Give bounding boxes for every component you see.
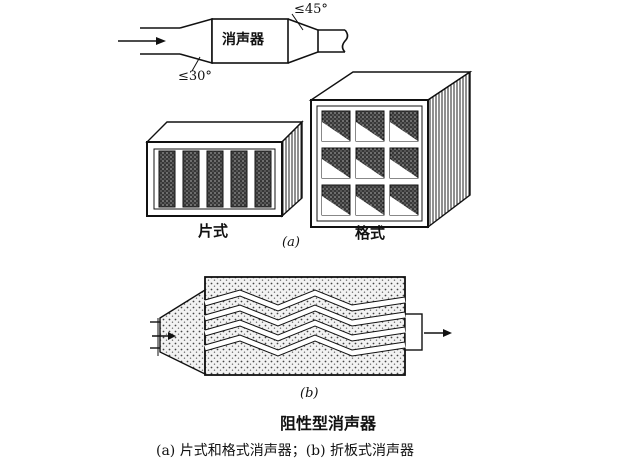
- panel-b-letter: (b): [300, 386, 319, 401]
- grid-type-label: 格式: [355, 224, 386, 242]
- panel-a-letter: (a): [282, 235, 300, 250]
- panel-b-outlet-arrow: [424, 329, 452, 337]
- plate-type-label: 片式: [198, 222, 229, 240]
- grid-type-muffler: [308, 70, 473, 229]
- top-schematic: [140, 13, 349, 72]
- panel-b-inlet-arrow: [152, 318, 176, 356]
- folded-plate-muffler: [150, 276, 423, 376]
- muffler-label: 消声器: [222, 32, 264, 48]
- inlet-arrow: [118, 37, 166, 45]
- caption-title: 阻性型消声器: [280, 414, 377, 433]
- inlet-angle-label: ≤30°: [178, 69, 212, 84]
- outlet-angle-label: ≤45°: [294, 2, 328, 17]
- caption-text: (a) 片式和格式消声器；(b) 折板式消声器: [156, 443, 415, 459]
- plate-type-muffler: [145, 120, 304, 218]
